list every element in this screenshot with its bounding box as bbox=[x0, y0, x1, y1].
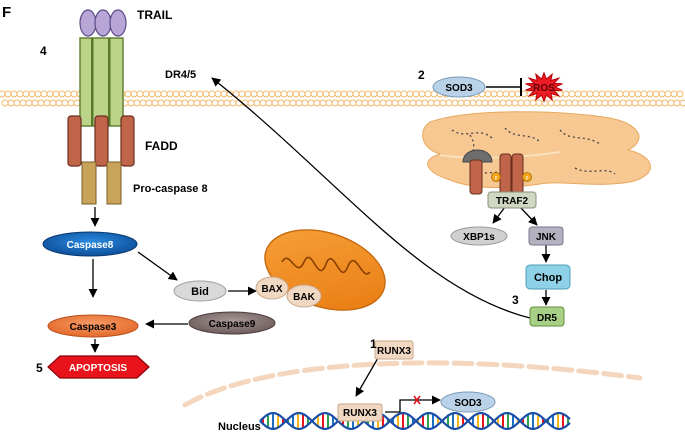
ros-label: ROS bbox=[533, 83, 555, 94]
trail-label: TRAIL bbox=[137, 8, 172, 22]
svg-text:p: p bbox=[495, 175, 498, 181]
nucleus-label: Nucleus bbox=[218, 421, 261, 433]
dr5-label: DR5 bbox=[537, 313, 557, 324]
dr4-5-receptor bbox=[79, 37, 124, 127]
jnk-node bbox=[528, 226, 564, 246]
procaspase8-label: Pro-caspase 8 bbox=[133, 183, 208, 195]
dr5-node bbox=[529, 306, 565, 327]
trail-ligand bbox=[79, 9, 127, 37]
ros-burst bbox=[525, 71, 563, 103]
arrow-traf2-to-xbp1s bbox=[492, 206, 506, 224]
blocked-transcription-mark bbox=[413, 395, 421, 405]
step-number-5: 5 bbox=[36, 361, 43, 375]
dna-helix bbox=[259, 411, 571, 431]
er-stress-receptors: p p bbox=[462, 149, 532, 195]
caspase3-label: Caspase3 bbox=[70, 322, 117, 333]
caspase9-label: Caspase9 bbox=[209, 319, 256, 330]
trail-receptor-complex bbox=[67, 9, 135, 205]
step-number-2: 2 bbox=[418, 68, 425, 82]
bak-node bbox=[286, 284, 322, 308]
arrow-runx3-to-nucleus bbox=[355, 357, 379, 397]
xbp1s-label: XBP1s bbox=[463, 232, 495, 243]
panel-label: F bbox=[2, 4, 11, 21]
step-number-3: 3 bbox=[512, 293, 519, 307]
chop-node bbox=[525, 264, 571, 290]
nodes bbox=[42, 76, 571, 422]
caspase9-node bbox=[188, 311, 276, 335]
apoptosis-node bbox=[47, 355, 150, 379]
bax-label: BAX bbox=[261, 284, 282, 295]
caspase8-node bbox=[42, 231, 138, 257]
caspase8-label: Caspase8 bbox=[67, 240, 114, 251]
procaspase8-domains bbox=[81, 161, 122, 205]
sod3-ros-inhibition bbox=[486, 78, 522, 96]
arrow-runx3-to-sod3 bbox=[385, 395, 441, 413]
svg-text:p: p bbox=[526, 175, 529, 181]
sod3-gene-node bbox=[440, 391, 496, 413]
runx3-nuclear-node bbox=[337, 403, 383, 422]
fadd-label: FADD bbox=[145, 139, 178, 153]
xbp1s-node bbox=[450, 226, 508, 246]
arrow-dr5-to-dr4-5 bbox=[211, 77, 531, 319]
arrow-traf2-to-jnk bbox=[519, 206, 538, 226]
nuclear-envelope bbox=[182, 360, 643, 408]
dr4-5-label: DR4/5 bbox=[165, 69, 196, 81]
chop-label: Chop bbox=[534, 272, 562, 284]
fadd-domains bbox=[67, 115, 135, 167]
arrows bbox=[88, 77, 551, 413]
step-number-1: 1 bbox=[370, 337, 377, 351]
bak-label: BAK bbox=[293, 292, 315, 303]
sod3-node bbox=[432, 76, 486, 98]
caspase3-node bbox=[47, 314, 139, 338]
arrow-caspase8-to-bid bbox=[137, 251, 178, 281]
traf2-node bbox=[487, 191, 537, 209]
apoptosis-label: APOPTOSIS bbox=[69, 363, 127, 374]
mitochondrion bbox=[264, 229, 386, 311]
sod3-label: SOD3 bbox=[445, 83, 473, 94]
endoplasmic-reticulum bbox=[422, 111, 651, 188]
cell-membrane bbox=[0, 90, 685, 107]
bid-label: Bid bbox=[191, 286, 209, 298]
runx3-cytoplasm-label: RUNX3 bbox=[377, 346, 411, 357]
traf2-label: TRAF2 bbox=[496, 196, 529, 207]
runx3-nuclear-label: RUNX3 bbox=[343, 408, 377, 419]
bax-node bbox=[255, 276, 289, 300]
bid-node bbox=[173, 280, 227, 302]
jnk-label: JNK bbox=[536, 232, 557, 243]
sod3-gene-label: SOD3 bbox=[454, 398, 482, 409]
step-number-4: 4 bbox=[40, 44, 47, 58]
runx3-cytoplasm-node bbox=[374, 340, 414, 360]
